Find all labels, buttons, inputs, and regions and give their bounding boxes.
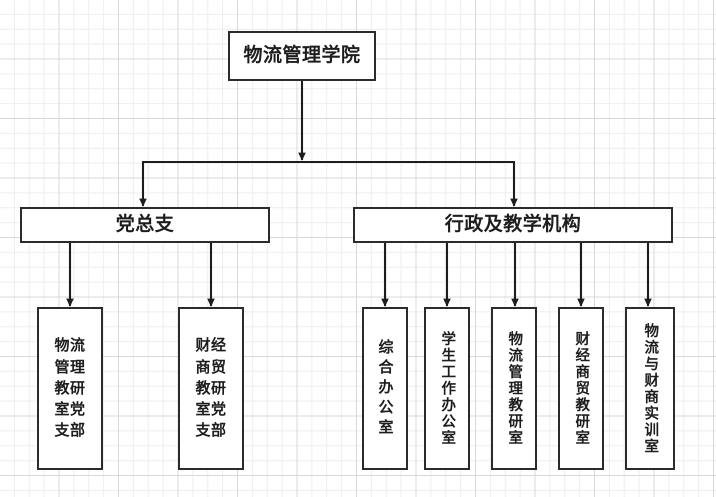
node-admin-logistics-teaching[interactable]: 物流管理教研室 — [491, 307, 537, 470]
node-admin-general-office-label: 综合办公室 — [376, 338, 394, 439]
node-admin-student-affairs-label: 学生工作办公室 — [439, 330, 456, 447]
node-college-label: 物流管理学院 — [243, 45, 361, 67]
node-admin-finance-teaching[interactable]: 财经商贸教研室 — [558, 307, 604, 470]
node-college[interactable]: 物流管理学院 — [228, 31, 376, 81]
node-admin-label: 行政及教学机构 — [444, 214, 582, 236]
node-admin-logistics-teaching-label: 物流管理教研室 — [506, 330, 523, 447]
node-party-logistics-label: 物流管理教研室党支部 — [54, 337, 86, 440]
node-party-finance-label: 财经商贸教研室党支部 — [195, 337, 227, 440]
node-admin-student-affairs[interactable]: 学生工作办公室 — [424, 307, 470, 470]
node-admin-finance-teaching-label: 财经商贸教研室 — [573, 330, 590, 447]
node-admin[interactable]: 行政及教学机构 — [353, 207, 673, 243]
node-party-logistics[interactable]: 物流管理教研室党支部 — [37, 307, 103, 470]
node-party[interactable]: 党总支 — [20, 207, 270, 243]
node-admin-training-room[interactable]: 物流与财商实训室 — [625, 307, 675, 470]
node-party-finance[interactable]: 财经商贸教研室党支部 — [178, 307, 244, 470]
node-admin-training-room-label: 物流与财商实训室 — [642, 322, 659, 455]
node-admin-general-office[interactable]: 综合办公室 — [362, 307, 408, 470]
node-party-label: 党总支 — [115, 214, 175, 236]
